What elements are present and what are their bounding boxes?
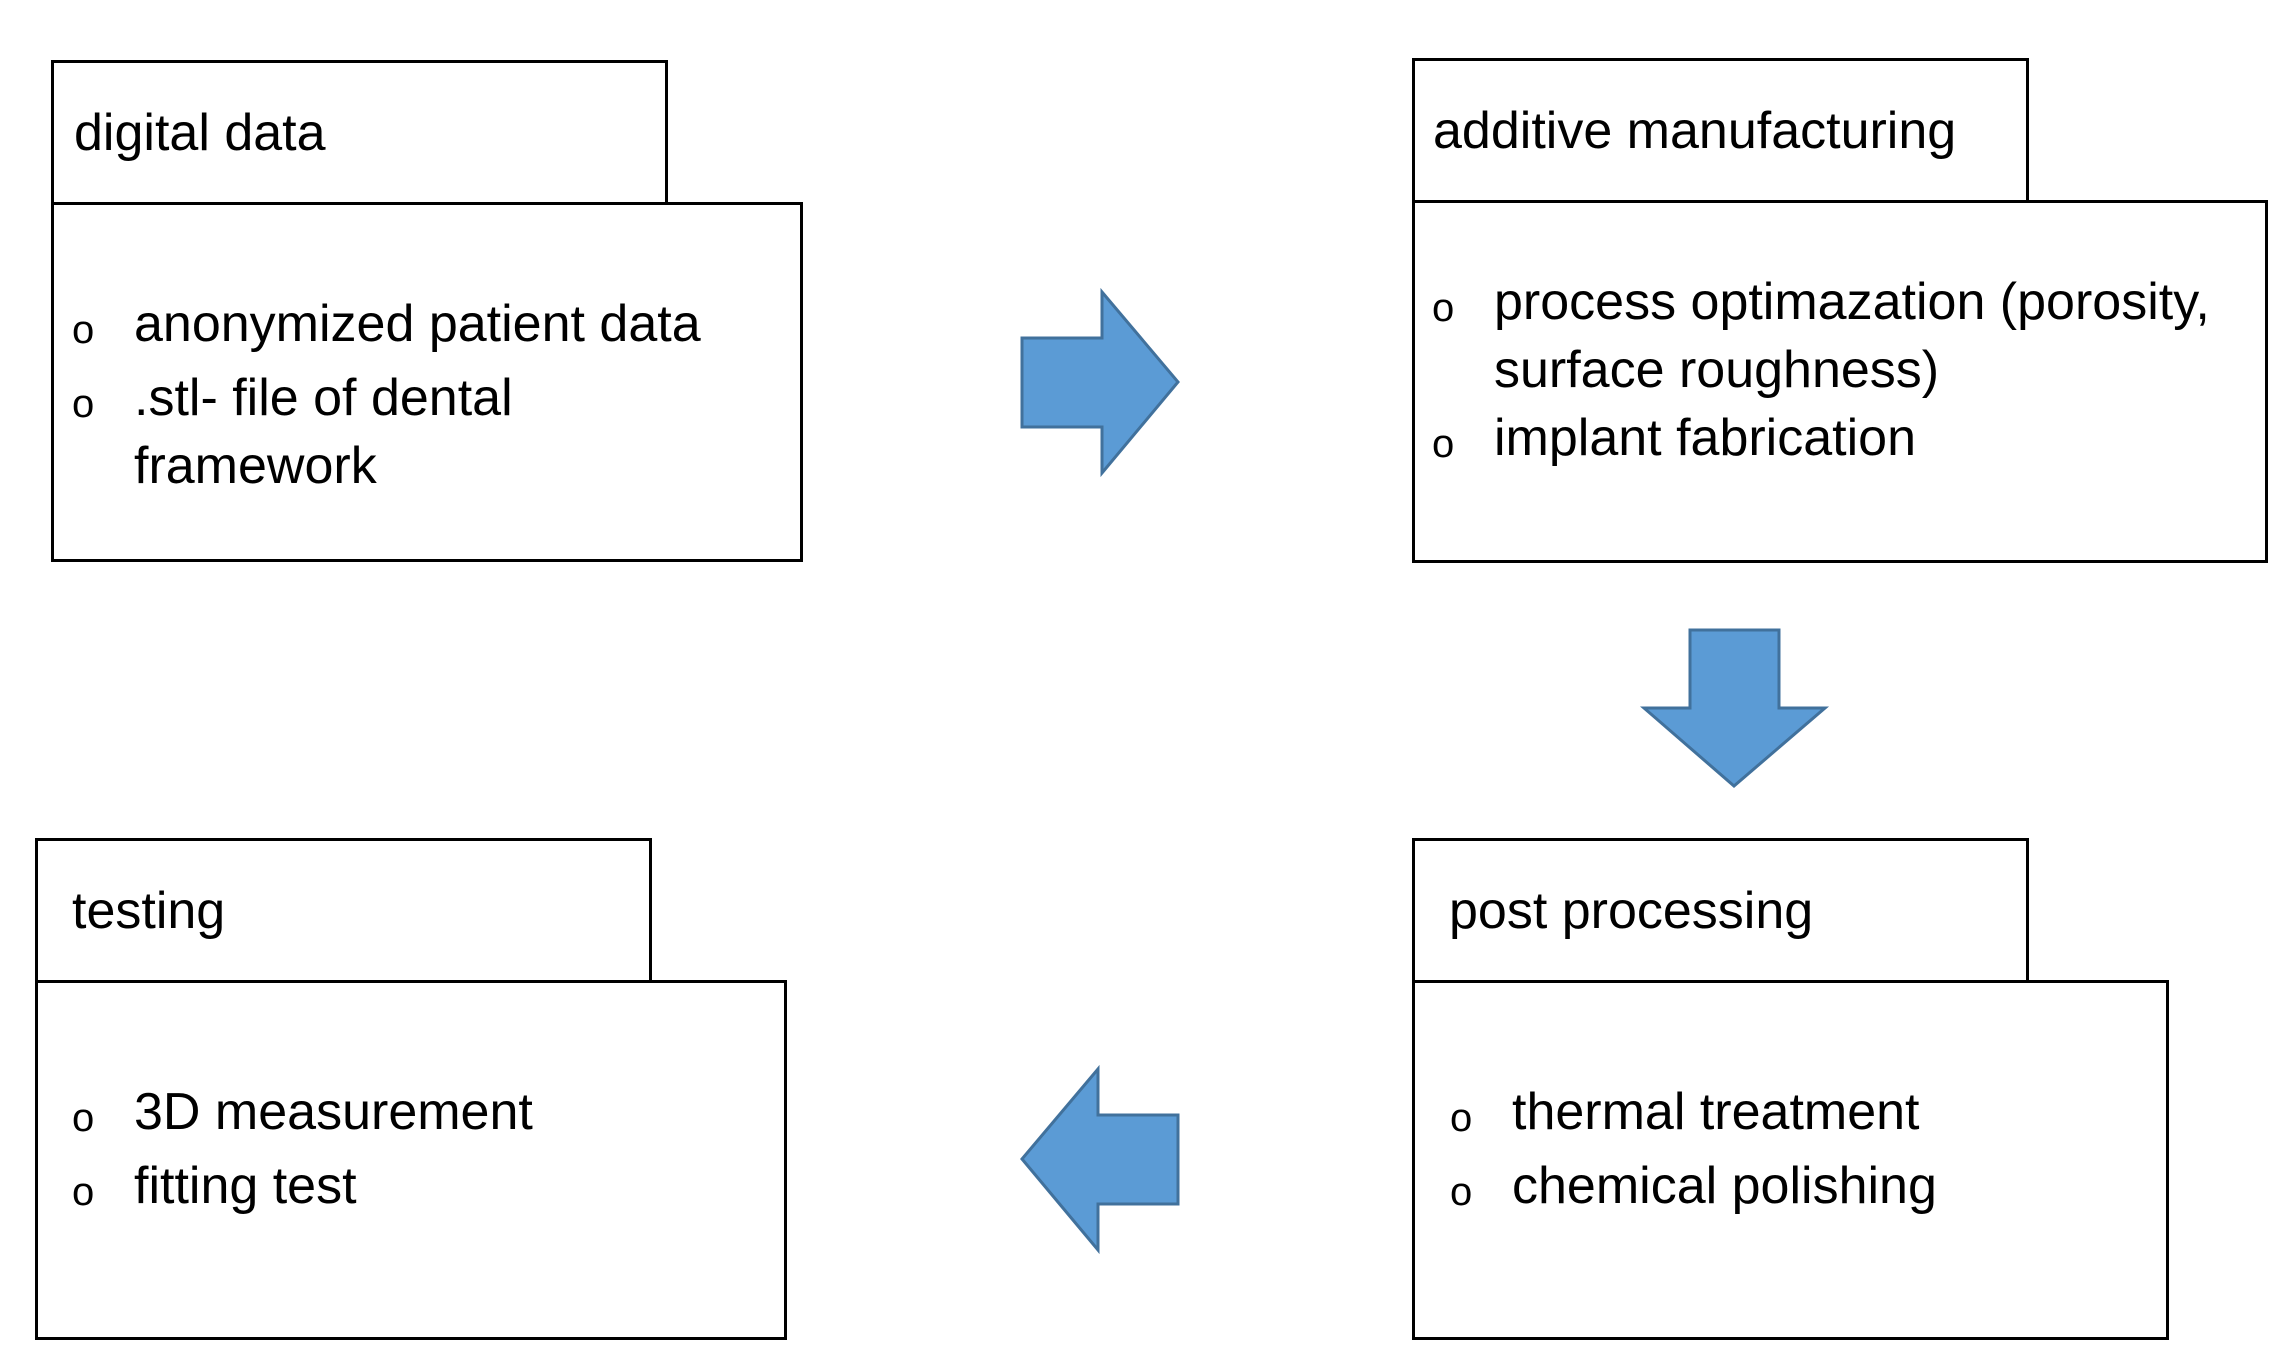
- testing-body: o 3D measurement o fitting test: [35, 980, 787, 1340]
- list-item-text: .stl- file of dental framework: [134, 369, 513, 495]
- list-item-text: anonymized patient data: [134, 295, 701, 353]
- post-processing-title: post processing: [1412, 838, 2029, 983]
- list-item: o implant fabrication: [1432, 404, 2239, 478]
- bullet-icon: o: [72, 1096, 95, 1140]
- digital-data-list: o anonymized patient data o .stl- file o…: [72, 290, 701, 500]
- bullet-icon: o: [1450, 1096, 1473, 1140]
- list-item-text: fitting test: [134, 1157, 357, 1215]
- arrow-left-icon: [1020, 1064, 1180, 1255]
- additive-manufacturing-title: additive manufacturing: [1412, 58, 2029, 203]
- arrow-down-icon: [1639, 628, 1830, 788]
- list-item-text: 3D measurement: [134, 1083, 533, 1141]
- list-item: o 3D measurement: [72, 1078, 533, 1152]
- list-item: o anonymized patient data: [72, 290, 701, 364]
- digital-data-body: o anonymized patient data o .stl- file o…: [51, 202, 803, 562]
- arrow-right-icon: [1020, 287, 1180, 478]
- post-processing-list: o thermal treatment o chemical polishing: [1450, 1078, 1937, 1226]
- list-item-text: chemical polishing: [1512, 1157, 1937, 1215]
- bullet-icon: o: [1432, 286, 1455, 330]
- list-item-text: thermal treatment: [1512, 1083, 1920, 1141]
- post-processing-body: o thermal treatment o chemical polishing: [1412, 980, 2169, 1340]
- testing-list: o 3D measurement o fitting test: [72, 1078, 533, 1226]
- list-item: o .stl- file of dental framework: [72, 364, 701, 500]
- list-item: o thermal treatment: [1450, 1078, 1937, 1152]
- list-item: o process optimazation (porosity, surfac…: [1432, 268, 2239, 404]
- list-item: o fitting test: [72, 1152, 533, 1226]
- list-item: o chemical polishing: [1450, 1152, 1937, 1226]
- bullet-icon: o: [1450, 1170, 1473, 1214]
- additive-manufacturing-body: o process optimazation (porosity, surfac…: [1412, 200, 2268, 563]
- bullet-icon: o: [72, 1170, 95, 1214]
- additive-manufacturing-list: o process optimazation (porosity, surfac…: [1432, 268, 2239, 478]
- list-item-text: implant fabrication: [1494, 409, 1916, 467]
- testing-title: testing: [35, 838, 652, 983]
- bullet-icon: o: [72, 308, 95, 352]
- digital-data-title: digital data: [51, 60, 668, 205]
- bullet-icon: o: [72, 382, 95, 426]
- list-item-text: process optimazation (porosity, surface …: [1494, 273, 2210, 399]
- bullet-icon: o: [1432, 422, 1455, 466]
